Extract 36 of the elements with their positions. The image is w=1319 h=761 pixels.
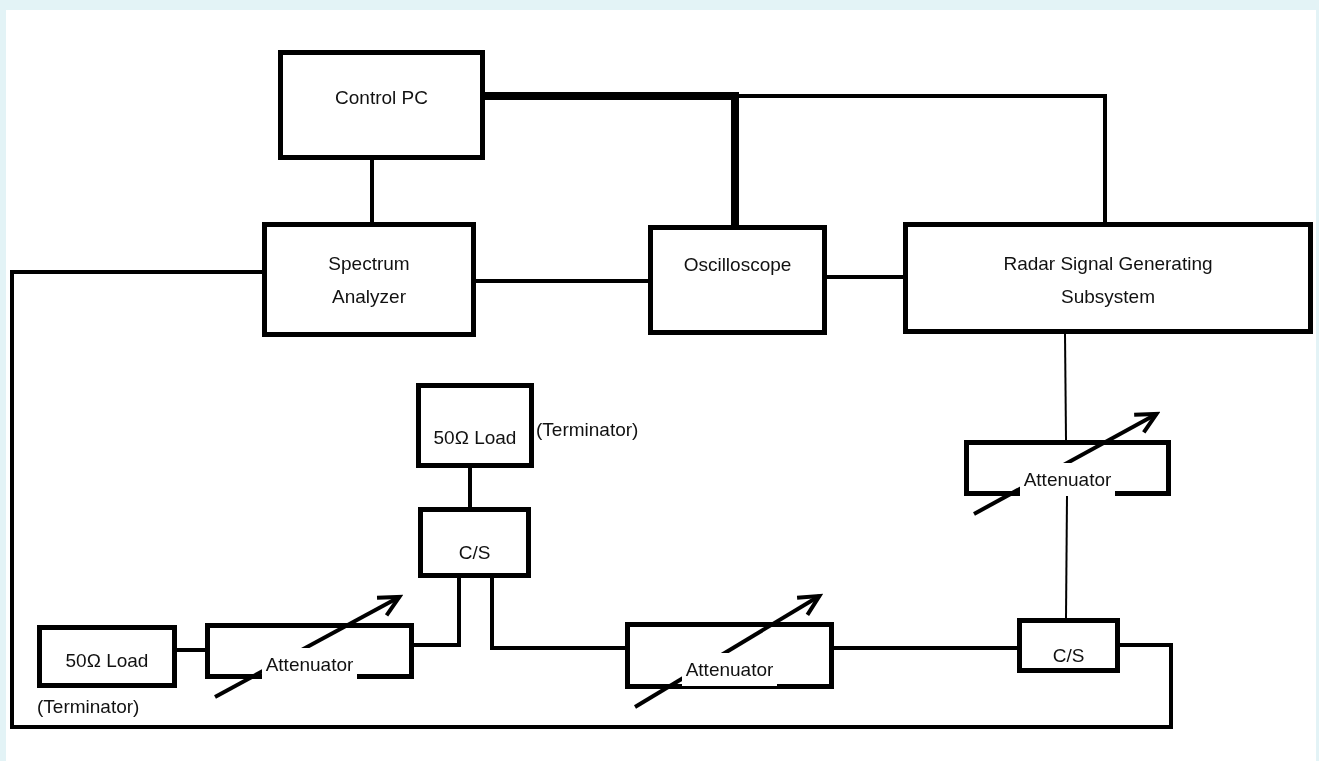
block-label: Radar Signal Generating Subsystem xyxy=(1002,252,1214,309)
connector-line xyxy=(414,578,461,647)
block-label: C/S xyxy=(457,541,492,565)
block-label: C/S xyxy=(1051,644,1086,668)
block-box xyxy=(625,622,834,689)
block-label: 50Ω Load xyxy=(64,649,150,673)
block-box xyxy=(37,625,177,688)
connector-line xyxy=(370,160,374,222)
connector-line xyxy=(1064,333,1067,441)
connector-line xyxy=(10,270,1173,729)
block-label: 50Ω Load xyxy=(432,426,518,450)
connector-line xyxy=(485,94,1107,222)
block-box xyxy=(278,50,485,160)
block-label: Attenuator xyxy=(261,648,358,681)
connector-line xyxy=(1065,495,1068,619)
connector-line xyxy=(490,578,625,650)
connector-line xyxy=(834,646,1017,650)
block-box xyxy=(903,222,1313,334)
block-box xyxy=(416,383,534,468)
connector-line xyxy=(468,468,472,507)
block-label: Oscilloscope xyxy=(682,253,793,277)
block-box xyxy=(205,623,414,679)
block-label: Attenuator xyxy=(681,653,778,686)
block-box xyxy=(262,222,476,337)
block-label: Control PC xyxy=(334,86,429,110)
block-label: Spectrum Analyzer xyxy=(327,252,411,309)
side-note: (Terminator) xyxy=(536,418,639,442)
block-box xyxy=(648,225,827,335)
connector-line xyxy=(476,279,648,283)
side-note: (Terminator) xyxy=(37,695,140,719)
connector-line xyxy=(177,648,205,652)
connector-line xyxy=(827,275,903,279)
block-box xyxy=(964,440,1171,496)
block-label: Attenuator xyxy=(1019,463,1116,496)
block-box xyxy=(1017,618,1120,673)
block-box xyxy=(418,507,531,578)
